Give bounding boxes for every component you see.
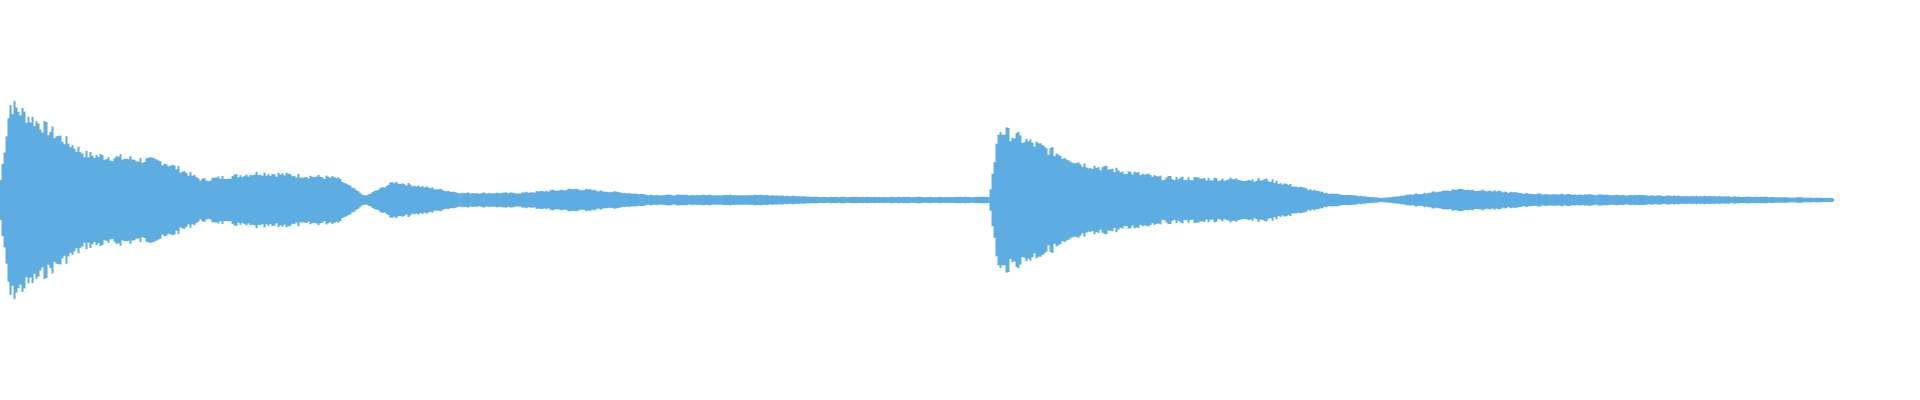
waveform-bars xyxy=(0,100,1834,300)
